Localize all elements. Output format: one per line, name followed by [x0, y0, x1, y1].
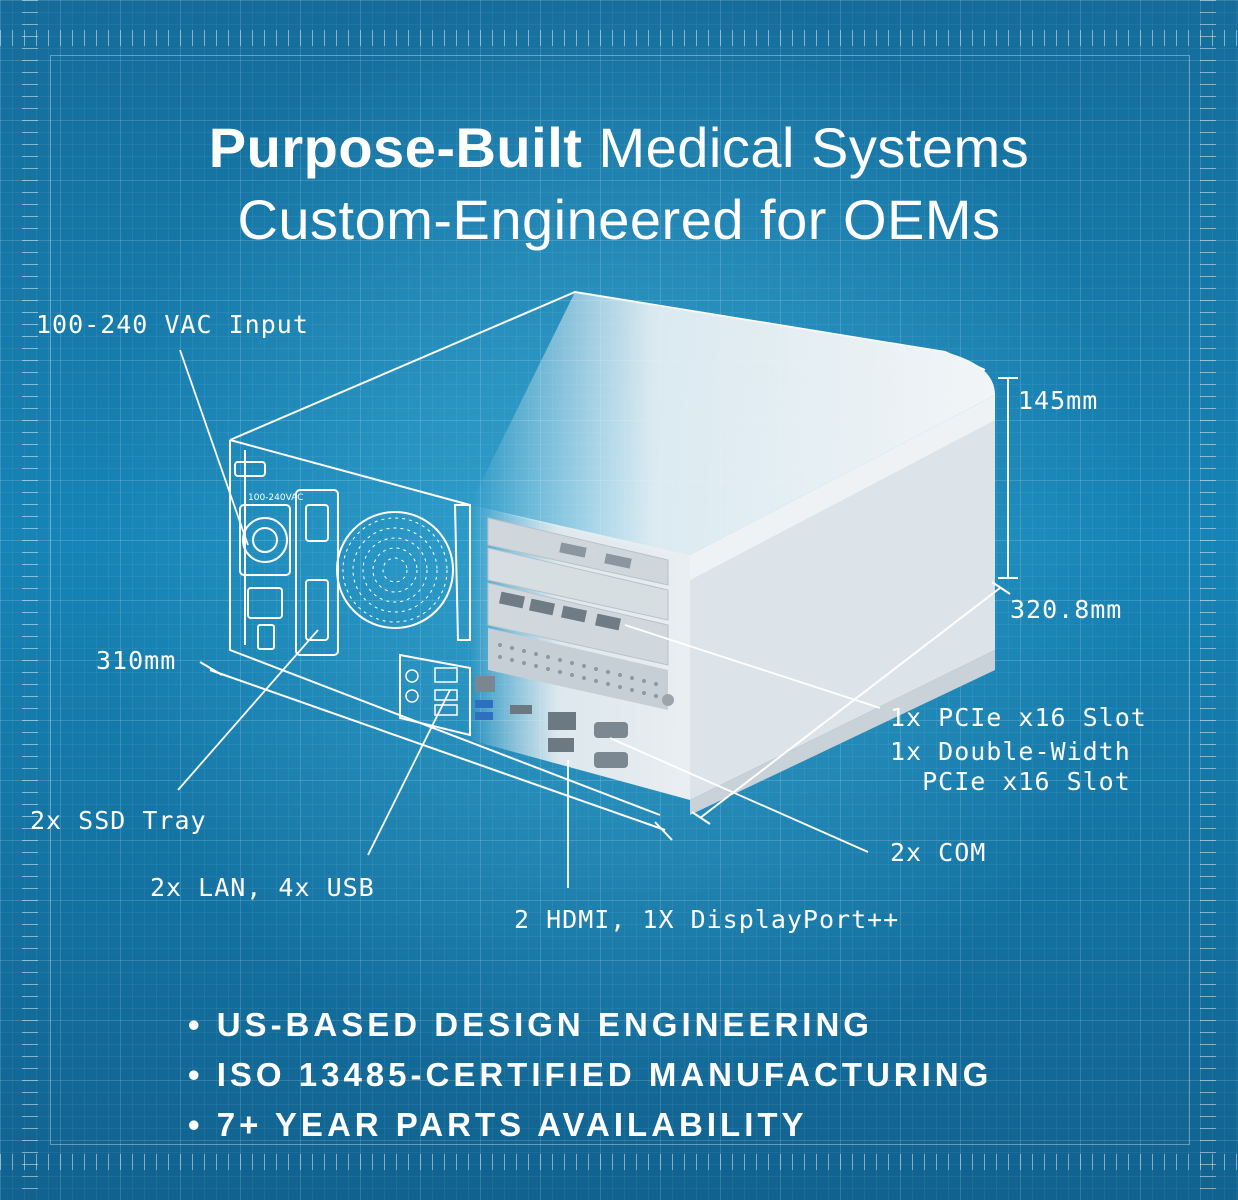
- ruler-top: [0, 30, 1238, 46]
- dimension-lines: [199, 377, 1018, 841]
- callout-depth: 320.8mm: [1010, 595, 1123, 624]
- callout-double-width-slot: PCIe x16 Slot: [890, 767, 1131, 796]
- ruler-right: [1200, 0, 1216, 1200]
- headline-line-1: Purpose-Built Medical Systems: [0, 112, 1238, 184]
- psu-wireframe: [239, 489, 339, 656]
- callout-width: 310mm: [96, 646, 177, 675]
- callout-double-width: 1x Double-Width: [890, 737, 1131, 766]
- fan-grille: [336, 511, 454, 629]
- blueprint-frame: [50, 55, 1190, 1145]
- feature-item: • ISO 13485-CERTIFIED MANUFACTURING: [188, 1056, 993, 1093]
- headline-rest: Medical Systems: [582, 116, 1030, 179]
- ruler-bottom: [0, 1154, 1238, 1170]
- headline: Purpose-Built Medical Systems Custom-Eng…: [0, 112, 1238, 256]
- vent-mesh: [488, 628, 668, 710]
- callout-video: 2 HDMI, 1X DisplayPort++: [514, 905, 900, 934]
- callout-com: 2x COM: [890, 838, 987, 867]
- feature-item: • 7+ YEAR PARTS AVAILABILITY: [188, 1106, 808, 1143]
- psu-label: 100-240VAC: [248, 493, 303, 503]
- feature-item: • US-BASED DESIGN ENGINEERING: [188, 1006, 873, 1043]
- headline-line-2: Custom-Engineered for OEMs: [237, 188, 1001, 251]
- ruler-left: [22, 0, 38, 1200]
- io-panel-left: [399, 653, 471, 737]
- io-ports: [405, 667, 674, 768]
- vent-holes: [498, 643, 658, 698]
- case-side: [690, 395, 995, 800]
- headline-bold: Purpose-Built: [208, 116, 583, 179]
- callout-pcie-slot: 1x PCIe x16 Slot: [890, 703, 1147, 732]
- callout-lan-usb: 2x LAN, 4x USB: [150, 873, 375, 902]
- feature-list: • US-BASED DESIGN ENGINEERING • ISO 1348…: [188, 1000, 992, 1150]
- callout-ssd-tray: 2x SSD Tray: [30, 806, 207, 835]
- callout-power-input: 100-240 VAC Input: [36, 310, 309, 339]
- pcie-brackets: [453, 504, 669, 666]
- callout-height: 145mm: [1018, 386, 1099, 415]
- case-top: [470, 292, 995, 558]
- leader-lines: [177, 349, 881, 888]
- case-side-highlight: [690, 395, 995, 580]
